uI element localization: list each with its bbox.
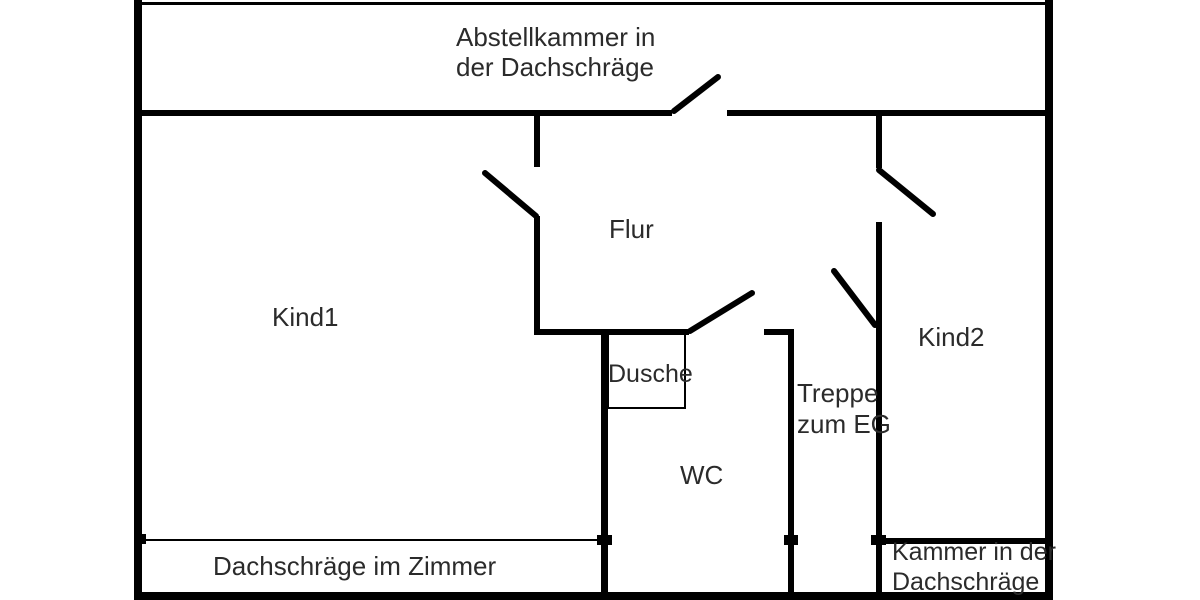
kind2-west-wall-upper bbox=[876, 110, 882, 168]
abstellkammer-line2: der Dachschräge bbox=[456, 52, 654, 82]
room-label-kammer: Kammer in der Dachschräge bbox=[892, 537, 1056, 597]
treppe-line2: zum EG bbox=[797, 409, 891, 439]
hall-top-wall-right bbox=[727, 110, 1045, 116]
dachschraege-tick-wc-wall bbox=[597, 535, 612, 545]
wc-west-wall bbox=[601, 331, 608, 592]
dachschraege-boundary-line bbox=[141, 539, 602, 541]
hall-top-wall-left bbox=[134, 110, 672, 116]
kind2-west-wall-lower bbox=[876, 222, 882, 592]
room-label-kind1: Kind1 bbox=[272, 302, 339, 332]
treppe-line1: Treppe bbox=[797, 378, 879, 408]
treppe-door-swing bbox=[831, 268, 878, 328]
outer-left-wall bbox=[134, 0, 142, 600]
abstellkammer-line1: Abstellkammer in bbox=[456, 22, 656, 52]
room-label-dusche: Dusche bbox=[608, 360, 693, 388]
dusche-box bbox=[607, 332, 686, 409]
dachschraege-tick-treppe-wall bbox=[784, 535, 798, 545]
wc-door-swing bbox=[687, 290, 755, 334]
abstellkammer-door-swing bbox=[671, 74, 721, 114]
outer-top-wall bbox=[134, 2, 1053, 5]
dachschraege-tick-kind2-wall bbox=[871, 535, 886, 545]
kammer-north-wall bbox=[879, 538, 1046, 544]
room-label-wc: WC bbox=[680, 460, 724, 490]
kammer-line2: Dachschräge bbox=[892, 568, 1040, 596]
treppe-north-stub bbox=[764, 329, 793, 335]
kind2-door-swing bbox=[876, 167, 936, 217]
room-label-flur: Flur bbox=[609, 214, 654, 244]
room-label-dachschraege-zimmer: Dachschräge im Zimmer bbox=[213, 551, 497, 581]
dachschraege-tick-left bbox=[136, 534, 146, 544]
treppe-west-wall bbox=[788, 329, 794, 592]
room-label-abstellkammer: Abstellkammer in der Dachschräge bbox=[456, 22, 655, 82]
room-label-kind2: Kind2 bbox=[918, 322, 985, 352]
outer-bottom-wall bbox=[134, 592, 1053, 600]
kind1-door-swing bbox=[482, 170, 539, 219]
flur-west-wall bbox=[534, 216, 540, 334]
outer-right-wall bbox=[1045, 0, 1053, 600]
kammer-line1: Kammer in der bbox=[892, 538, 1056, 566]
room-label-treppe: Treppe zum EG bbox=[797, 378, 891, 440]
flur-wall-upper-stub bbox=[534, 110, 540, 167]
